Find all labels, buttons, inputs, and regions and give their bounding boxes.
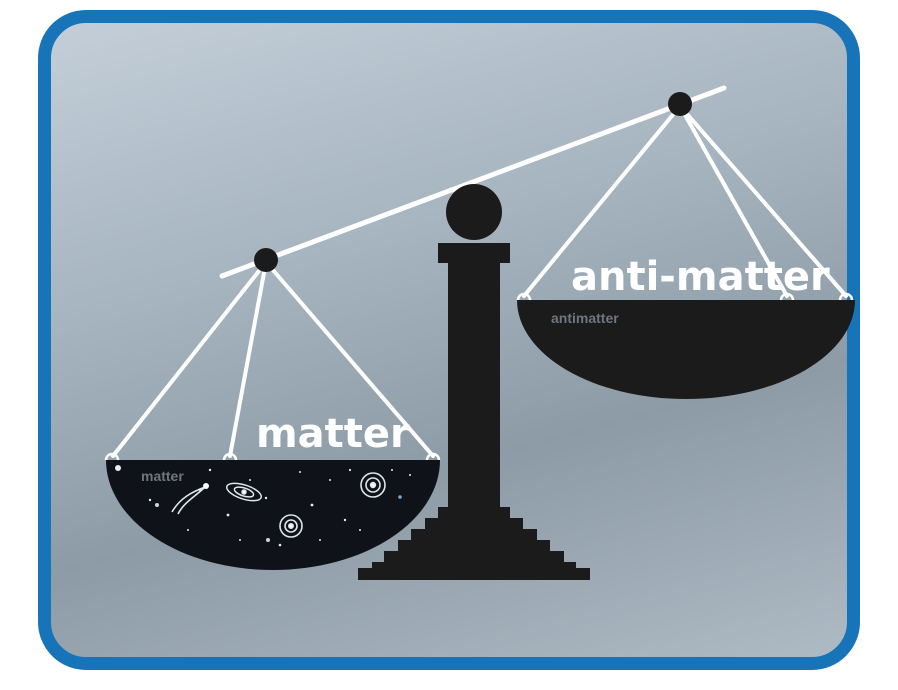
right-pan-hooks <box>516 292 854 301</box>
antimatter-pan-label: antimatter <box>551 310 619 326</box>
galaxy-icon-1 <box>225 482 263 502</box>
scale-column <box>358 243 590 580</box>
scale-beam <box>219 85 727 279</box>
right-pan <box>517 300 855 399</box>
left-pan-strings <box>111 260 435 458</box>
left-pan-stars <box>115 465 411 547</box>
comet-icon <box>171 483 209 515</box>
right-pan-strings <box>522 104 848 298</box>
matter-label: matter <box>256 411 410 457</box>
right-pivot-knob <box>668 92 692 116</box>
galaxy-icon-3 <box>360 472 386 498</box>
left-pan <box>106 460 440 570</box>
column-top-ball <box>446 184 502 240</box>
left-pan-hooks <box>104 452 441 461</box>
matter-pan-label: matter <box>141 468 184 484</box>
galaxy-icon-2 <box>279 514 303 538</box>
left-pivot-knob <box>254 248 278 272</box>
anti-matter-label: anti-matter <box>571 254 830 300</box>
